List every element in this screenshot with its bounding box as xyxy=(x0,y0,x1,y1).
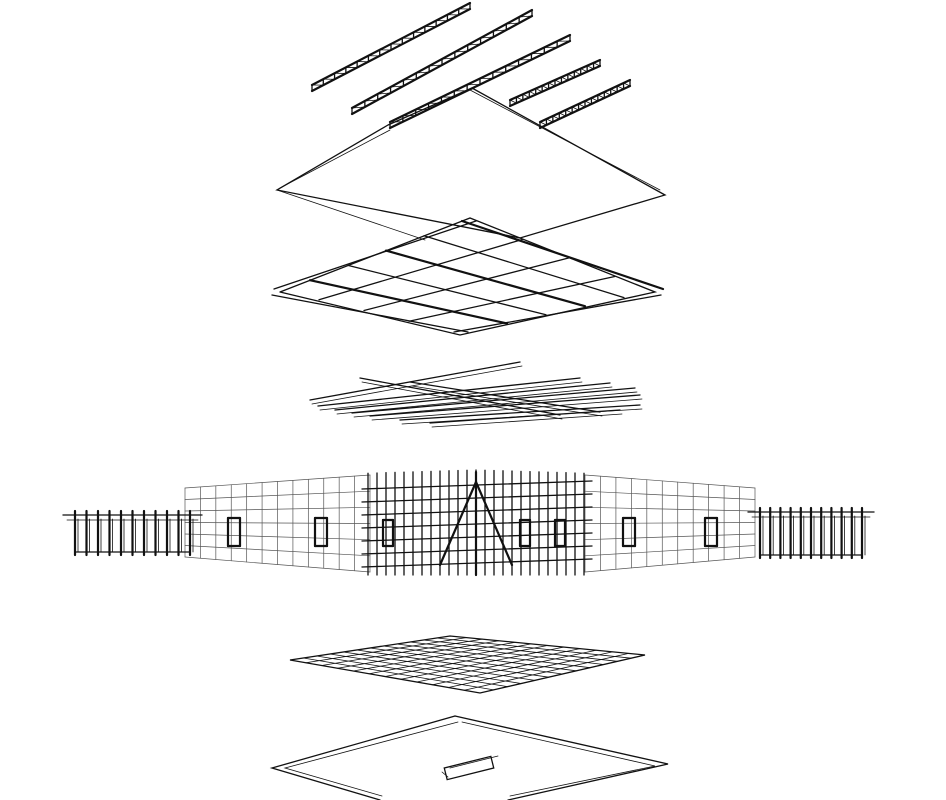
ground-slab-layer xyxy=(269,715,669,800)
secondary-beams-layer xyxy=(309,361,643,428)
floor-grid-layer xyxy=(289,635,646,694)
roof-slab-layer xyxy=(275,87,667,241)
roof-beam-grid-layer xyxy=(271,217,665,336)
roof-trusses-layer xyxy=(310,1,632,130)
facade-elevation-layer xyxy=(62,469,875,577)
